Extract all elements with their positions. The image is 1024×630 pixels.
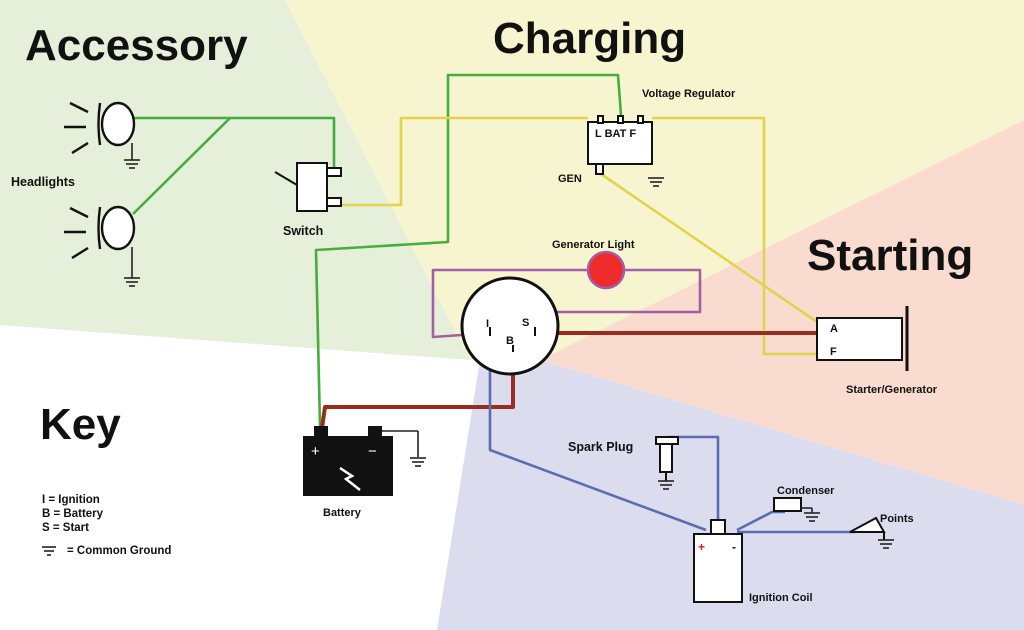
- blue-wires: [488, 350, 855, 534]
- legend: I = Ignition B = Battery S = Start = Com…: [42, 494, 171, 557]
- switch-icon: [274, 162, 342, 212]
- ground-icon: [648, 177, 664, 187]
- switch-label: Switch: [283, 224, 323, 238]
- starting-title: Starting: [807, 231, 973, 280]
- condenser-icon: [773, 497, 802, 512]
- ground-icon: [42, 546, 56, 556]
- spark-plug-label: Spark Plug: [568, 440, 633, 454]
- ground-icon: [410, 457, 426, 467]
- key-terminal-b: B: [506, 335, 514, 347]
- legend-item: I = Ignition: [42, 494, 100, 506]
- sg-terminal-f: F: [830, 346, 837, 358]
- accessory-title: Accessory: [25, 21, 248, 70]
- battery-icon: [303, 426, 419, 496]
- accessory-region: [0, 0, 470, 360]
- generator-light-lamp: [586, 250, 626, 290]
- charging-title: Charging: [493, 14, 686, 63]
- starter-generator-label: Starter/Generator: [846, 384, 938, 396]
- battery-label: Battery: [323, 507, 362, 519]
- yellow-wires: [342, 116, 821, 356]
- legend-item: S = Start: [42, 522, 89, 534]
- legend-item: B = Battery: [42, 508, 104, 520]
- key-terminal-i: I: [486, 318, 489, 330]
- ground-icon: [878, 539, 894, 549]
- battery-plus: +: [311, 443, 320, 460]
- generator-light-label: Generator Light: [552, 239, 635, 251]
- headlight-icon: [64, 101, 136, 155]
- regulator-terminals: L BAT F: [595, 128, 636, 140]
- starter-generator: [816, 306, 909, 371]
- coil-minus: -: [732, 540, 736, 554]
- voltage-regulator: [587, 115, 653, 175]
- condenser-label: Condenser: [777, 485, 835, 497]
- points-icon: [849, 516, 886, 540]
- ignition-key-switch: [460, 276, 560, 376]
- legend-ground: = Common Ground: [67, 545, 171, 557]
- spark-plug-icon: [655, 436, 679, 481]
- ignition-region: [437, 360, 1024, 630]
- starting-region: [540, 120, 1024, 505]
- ground-icon: [124, 247, 140, 287]
- headlights-label: Headlights: [11, 175, 75, 189]
- voltage-regulator-label: Voltage Regulator: [642, 88, 736, 100]
- sg-terminal-a: A: [830, 323, 838, 335]
- ignition-coil-label: Ignition Coil: [749, 592, 813, 604]
- ground-icon: [801, 507, 820, 522]
- ground-icon: [124, 143, 140, 169]
- coil-plus: +: [698, 540, 705, 554]
- key-title: Key: [40, 400, 121, 449]
- gen-terminal-label: GEN: [558, 173, 582, 185]
- red-wires: [320, 331, 830, 429]
- ground-icon: [658, 480, 674, 490]
- battery-minus: −: [368, 443, 377, 460]
- key-terminal-s: S: [522, 317, 529, 329]
- headlight-icon: [64, 205, 136, 260]
- ignition-coil-icon: [693, 519, 743, 603]
- points-label: Points: [880, 513, 914, 525]
